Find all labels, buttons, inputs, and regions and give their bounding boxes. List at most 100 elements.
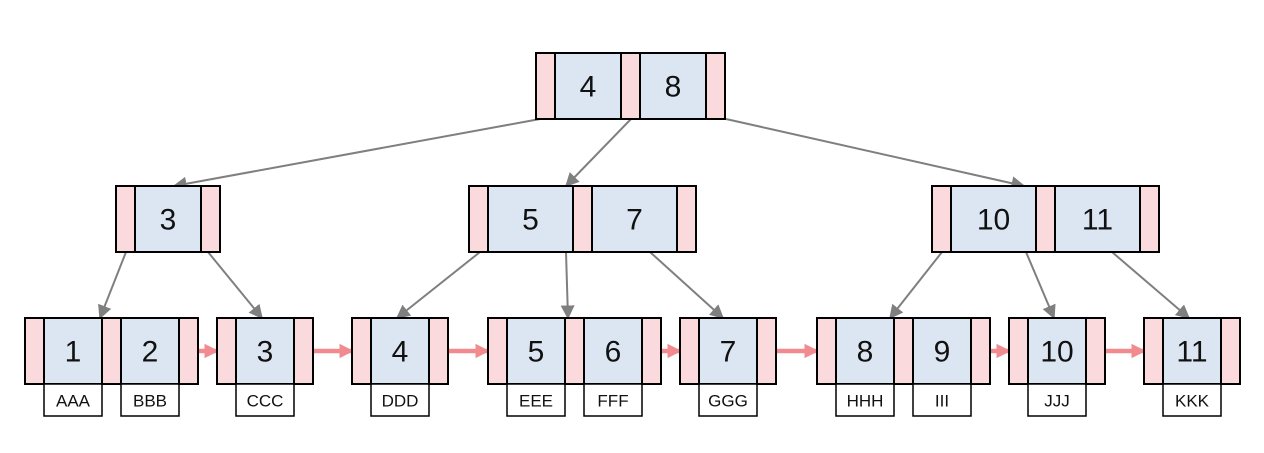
value-label: GGG bbox=[708, 392, 748, 411]
child-pointer-arrow bbox=[207, 251, 263, 320]
pointer-cell bbox=[351, 317, 372, 385]
key-label: 8 bbox=[665, 71, 682, 104]
pointer-cell bbox=[1139, 185, 1160, 253]
pointer-cell bbox=[487, 317, 508, 385]
key-cell bbox=[235, 317, 295, 385]
key-label: 1 bbox=[65, 336, 82, 369]
edges bbox=[98, 118, 1191, 320]
pointer-cell bbox=[1008, 317, 1029, 385]
key-label: 3 bbox=[160, 204, 177, 237]
value-label: EEE bbox=[519, 392, 553, 411]
value-label: FFF bbox=[597, 392, 628, 411]
key-cell bbox=[120, 317, 180, 385]
pointer-cell bbox=[679, 317, 700, 385]
child-pointer-arrow bbox=[889, 251, 943, 320]
value-cell bbox=[583, 383, 643, 417]
pointer-cell bbox=[572, 185, 593, 253]
key-label: 11 bbox=[1176, 336, 1207, 369]
child-pointer-arrow bbox=[1025, 251, 1056, 320]
pointer-cell bbox=[200, 185, 221, 253]
pointer-cell bbox=[24, 317, 45, 385]
value-cell bbox=[43, 383, 103, 417]
value-cell bbox=[1162, 383, 1222, 417]
pointer-cell bbox=[216, 317, 237, 385]
value-label: DDD bbox=[382, 392, 419, 411]
key-label: 6 bbox=[605, 336, 622, 369]
value-label: BBB bbox=[133, 392, 167, 411]
pointer-cell bbox=[1085, 317, 1106, 385]
key-label: 9 bbox=[934, 336, 951, 369]
child-pointer-arrow bbox=[172, 118, 541, 191]
value-cell bbox=[1027, 383, 1087, 417]
pointer-cell bbox=[1143, 317, 1164, 385]
pointer-cell bbox=[564, 317, 585, 385]
key-label: 4 bbox=[392, 336, 409, 369]
key-label: 10 bbox=[1040, 336, 1073, 369]
key-label: 10 bbox=[977, 204, 1010, 237]
child-pointer-arrow bbox=[725, 118, 1026, 191]
pointer-cell bbox=[101, 317, 122, 385]
pointer-cell bbox=[468, 185, 489, 253]
value-cell bbox=[120, 383, 180, 417]
value-label: KKK bbox=[1175, 392, 1210, 411]
value-label: III bbox=[935, 392, 949, 411]
pointer-cell bbox=[1035, 185, 1056, 253]
child-pointer-arrow bbox=[649, 251, 725, 319]
key-label: 2 bbox=[142, 336, 159, 369]
pointer-cell bbox=[931, 185, 952, 253]
pointer-cell bbox=[893, 317, 914, 385]
key-label: 8 bbox=[857, 336, 874, 369]
pointer-cell bbox=[428, 317, 449, 385]
key-cell bbox=[835, 317, 895, 385]
key-cell bbox=[487, 185, 574, 253]
value-cell bbox=[506, 383, 566, 417]
value-cell bbox=[370, 383, 430, 417]
key-cell bbox=[43, 317, 103, 385]
key-label: 11 bbox=[1082, 204, 1113, 237]
value-cell bbox=[912, 383, 972, 417]
value-cell bbox=[835, 383, 895, 417]
pointer-cell bbox=[676, 185, 697, 253]
value-cell bbox=[235, 383, 295, 417]
pointer-cell bbox=[535, 52, 556, 120]
pointer-cell bbox=[756, 317, 777, 385]
key-label: 5 bbox=[522, 204, 539, 237]
pointer-cell bbox=[620, 52, 641, 120]
pointer-cell bbox=[178, 317, 199, 385]
key-cell bbox=[639, 52, 707, 120]
value-label: CCC bbox=[247, 392, 284, 411]
pointer-cell bbox=[816, 317, 837, 385]
pointer-cell bbox=[970, 317, 991, 385]
key-label: 7 bbox=[626, 204, 643, 237]
value-label: AAA bbox=[56, 392, 91, 411]
internal-node: 3 bbox=[115, 185, 221, 253]
child-pointer-arrow bbox=[1111, 251, 1191, 319]
value-cell bbox=[698, 383, 758, 417]
key-label: 5 bbox=[528, 336, 545, 369]
key-label: 7 bbox=[720, 336, 737, 369]
pointer-cell bbox=[293, 317, 314, 385]
key-cell bbox=[1027, 317, 1087, 385]
internal-node: 10 11 bbox=[931, 185, 1160, 253]
pointer-cell bbox=[705, 52, 726, 120]
child-pointer-arrow bbox=[98, 251, 127, 320]
pointer-cell bbox=[1220, 317, 1241, 385]
child-pointer-arrow bbox=[560, 251, 575, 320]
value-label: HHH bbox=[847, 392, 884, 411]
value-label: JJJ bbox=[1044, 392, 1070, 411]
key-cell bbox=[583, 317, 643, 385]
key-cell bbox=[506, 317, 566, 385]
key-label: 4 bbox=[580, 71, 597, 104]
